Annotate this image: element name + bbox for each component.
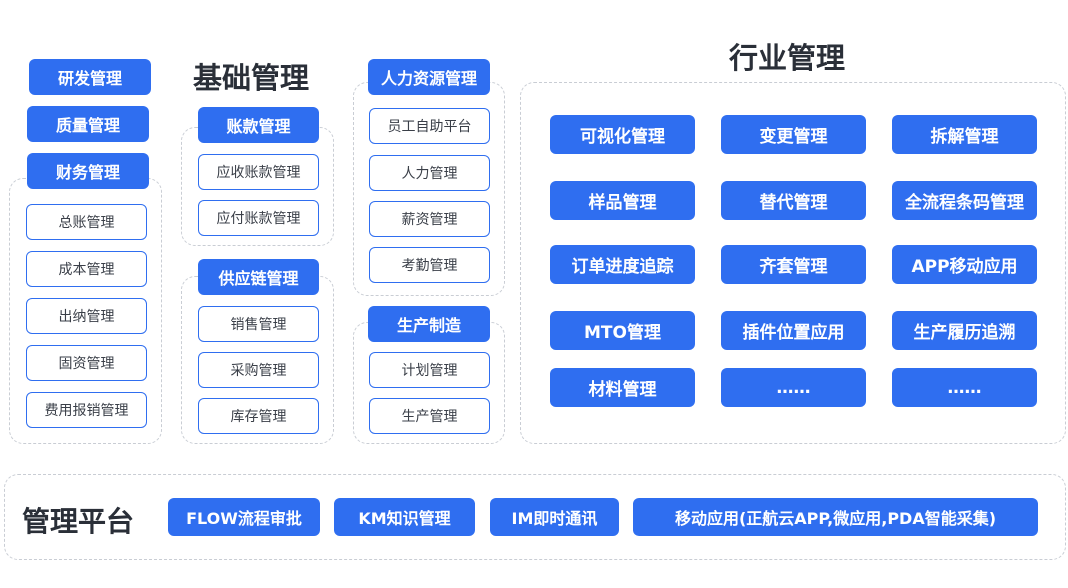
accounts-management-box: 账款管理 xyxy=(198,107,319,143)
inventory-management-box: 库存管理 xyxy=(198,398,319,434)
production-management-box: 生产管理 xyxy=(369,398,490,434)
industry-item-order-tracking: 订单进度追踪 xyxy=(550,245,695,284)
platform-item-flow: FLOW流程审批 xyxy=(168,498,320,536)
industry-item-mto: MTO管理 xyxy=(550,311,695,350)
basic-management-title: 基础管理 xyxy=(193,61,310,95)
rd-management-box: 研发管理 xyxy=(29,59,151,95)
industry-item-sample: 样品管理 xyxy=(550,181,695,220)
production-manufacturing-box: 生产制造 xyxy=(368,306,490,342)
industry-group-frame xyxy=(520,82,1066,444)
cashier-management-box: 出纳管理 xyxy=(26,298,147,334)
attendance-management-box: 考勤管理 xyxy=(369,247,490,283)
industry-item-kitting: 齐套管理 xyxy=(721,245,866,284)
purchase-management-box: 采购管理 xyxy=(198,352,319,388)
expense-reimbursement-box: 费用报销管理 xyxy=(26,392,147,428)
employee-self-service-box: 员工自助平台 xyxy=(369,108,490,144)
platform-group-frame xyxy=(4,474,1066,560)
industry-item-visualization: 可视化管理 xyxy=(550,115,695,154)
industry-management-title: 行业管理 xyxy=(729,41,846,75)
industry-item-more-2: …… xyxy=(892,368,1037,407)
industry-item-more-1: …… xyxy=(721,368,866,407)
industry-item-substitute: 替代管理 xyxy=(721,181,866,220)
industry-item-traceability: 生产履历追溯 xyxy=(892,311,1037,350)
industry-item-material: 材料管理 xyxy=(550,368,695,407)
quality-management-box: 质量管理 xyxy=(27,106,149,142)
industry-item-plugin-position: 插件位置应用 xyxy=(721,311,866,350)
platform-item-mobile: 移动应用(正航云APP,微应用,PDA智能采集) xyxy=(633,498,1038,536)
sales-management-box: 销售管理 xyxy=(198,306,319,342)
receivable-box: 应收账款管理 xyxy=(198,154,319,190)
platform-item-im: IM即时通讯 xyxy=(490,498,619,536)
cost-management-box: 成本管理 xyxy=(26,251,147,287)
industry-item-change: 变更管理 xyxy=(721,115,866,154)
manpower-management-box: 人力管理 xyxy=(369,155,490,191)
finance-management-box: 财务管理 xyxy=(27,153,149,189)
fixed-assets-box: 固资管理 xyxy=(26,345,147,381)
general-ledger-box: 总账管理 xyxy=(26,204,147,240)
salary-management-box: 薪资管理 xyxy=(369,201,490,237)
payable-box: 应付账款管理 xyxy=(198,200,319,236)
industry-item-disassembly: 拆解管理 xyxy=(892,115,1037,154)
planning-management-box: 计划管理 xyxy=(369,352,490,388)
platform-item-km: KM知识管理 xyxy=(334,498,475,536)
industry-item-app: APP移动应用 xyxy=(892,245,1037,284)
platform-title: 管理平台 xyxy=(22,505,135,538)
hr-management-box: 人力资源管理 xyxy=(368,59,490,95)
supply-chain-box: 供应链管理 xyxy=(198,259,319,295)
industry-item-barcode: 全流程条码管理 xyxy=(892,181,1037,220)
